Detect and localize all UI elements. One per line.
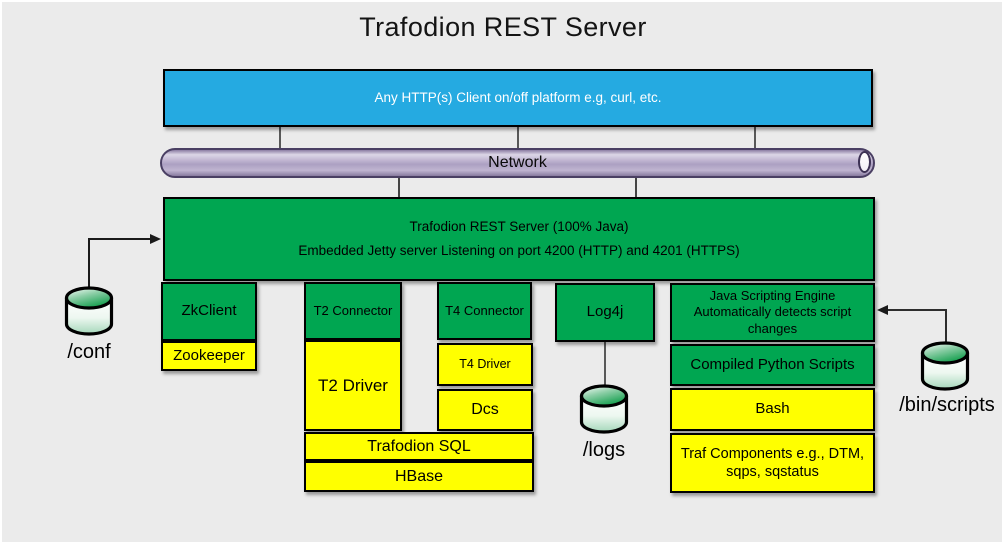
logs-label: /logs: [582, 439, 626, 461]
node-rest-server-line1: Trafodion REST Server (100% Java): [409, 218, 629, 234]
node-dcs: Dcs: [437, 389, 533, 431]
node-t4-driver: T4 Driver: [437, 343, 533, 386]
node-t4-connector-label: T4 Connector: [445, 302, 524, 318]
node-zkclient-label: ZkClient: [181, 302, 237, 320]
node-bash-label: Bash: [755, 400, 790, 418]
node-trafodion-sql-label: Trafodion SQL: [367, 437, 471, 455]
node-java-scripting-engine: Java Scripting Engine Automatically dete…: [670, 283, 875, 342]
node-t2-driver: T2 Driver: [304, 340, 402, 431]
page-title: Trafodion REST Server: [359, 12, 647, 42]
node-zookeeper-label: Zookeeper: [173, 346, 245, 364]
node-network-label: Network: [488, 154, 547, 171]
node-zkclient: ZkClient: [161, 282, 257, 341]
node-rest-server-line2: Embedded Jetty server Listening on port …: [298, 242, 740, 258]
node-rest-server: Trafodion REST Server (100% Java) Embedd…: [163, 197, 875, 281]
node-network: Network: [160, 148, 875, 178]
node-trafodion-sql: Trafodion SQL: [304, 432, 534, 461]
node-dcs-label: Dcs: [471, 401, 499, 418]
node-zookeeper: Zookeeper: [161, 341, 257, 371]
node-compiled-python-scripts-label: Compiled Python Scripts: [690, 355, 855, 373]
node-t2-driver-label: T2 Driver: [318, 375, 388, 395]
bin-scripts-label: /bin/scripts: [899, 394, 995, 416]
node-traf-components-label: Traf Components e.g., DTM, sqps, sqstatu…: [680, 445, 865, 480]
conf-label: /conf: [67, 341, 111, 363]
node-log4j: Log4j: [555, 283, 655, 342]
node-http-client: Any HTTP(s) Client on/off platform e.g, …: [163, 69, 873, 127]
node-compiled-python-scripts: Compiled Python Scripts: [670, 344, 875, 386]
node-hbase: HBase: [304, 461, 534, 492]
node-http-client-label: Any HTTP(s) Client on/off platform e.g, …: [374, 89, 662, 105]
node-t2-connector: T2 Connector: [304, 282, 402, 340]
node-hbase-label: HBase: [394, 467, 444, 485]
node-traf-components: Traf Components e.g., DTM, sqps, sqstatu…: [670, 433, 875, 493]
node-t4-connector: T4 Connector: [437, 282, 532, 340]
node-java-scripting-engine-label: Java Scripting Engine Automatically dete…: [693, 288, 852, 336]
node-log4j-label: Log4j: [586, 303, 624, 321]
node-t2-connector-label: T2 Connector: [313, 302, 393, 318]
node-t4-driver-label: T4 Driver: [459, 356, 511, 371]
pipe-end-cap: [858, 151, 871, 173]
node-bash: Bash: [670, 388, 875, 431]
